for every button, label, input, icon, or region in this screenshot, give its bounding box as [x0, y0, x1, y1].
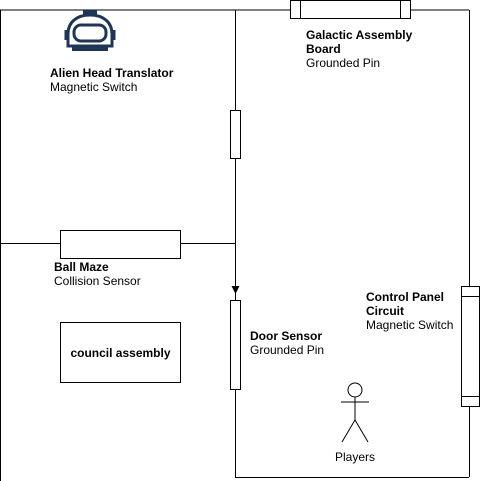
galactic-name-line1: Galactic Assembly: [306, 28, 413, 42]
stick-figure-icon: [341, 382, 369, 443]
ball-maze-type: Collision Sensor: [54, 274, 141, 288]
players-label: Players: [325, 450, 385, 464]
galactic-type: Grounded Pin: [306, 56, 381, 70]
galactic-assembly-label: Galactic Assembly Board Grounded Pin: [306, 28, 412, 70]
galactic-assembly-door: [290, 0, 411, 19]
control-panel-door: [461, 286, 480, 407]
door-sensor-name: Door Sensor: [250, 329, 323, 343]
control-panel-name-line2: Circuit: [366, 304, 405, 318]
council-assembly-box: [60, 322, 181, 383]
ball-maze-name: Ball Maze: [54, 260, 109, 274]
council-name: council assembly: [70, 346, 171, 360]
control-panel-name-line1: Control Panel: [366, 290, 445, 304]
upper-wall-door: [230, 110, 241, 159]
alien-head-name: Alien Head Translator: [50, 66, 174, 80]
players-name: Players: [334, 450, 375, 464]
control-panel-type: Magnetic Switch: [366, 318, 454, 332]
door-sensor-label: Door Sensor Grounded Pin: [250, 329, 324, 357]
alien-head-type: Magnetic Switch: [50, 80, 138, 94]
astronaut-helmet-icon: [64, 10, 116, 51]
door-sensor-door: [230, 300, 241, 390]
ball-maze-label: Ball Maze Collision Sensor: [54, 260, 141, 288]
galactic-name-line2: Board: [306, 42, 341, 56]
ball-maze-door: [60, 230, 181, 259]
door-sensor-type: Grounded Pin: [250, 343, 325, 357]
council-assembly-label: council assembly: [60, 346, 181, 360]
control-panel-label: Control Panel Circuit Magnetic Switch: [366, 290, 453, 332]
alien-head-translator-label: Alien Head Translator Magnetic Switch: [50, 66, 173, 94]
